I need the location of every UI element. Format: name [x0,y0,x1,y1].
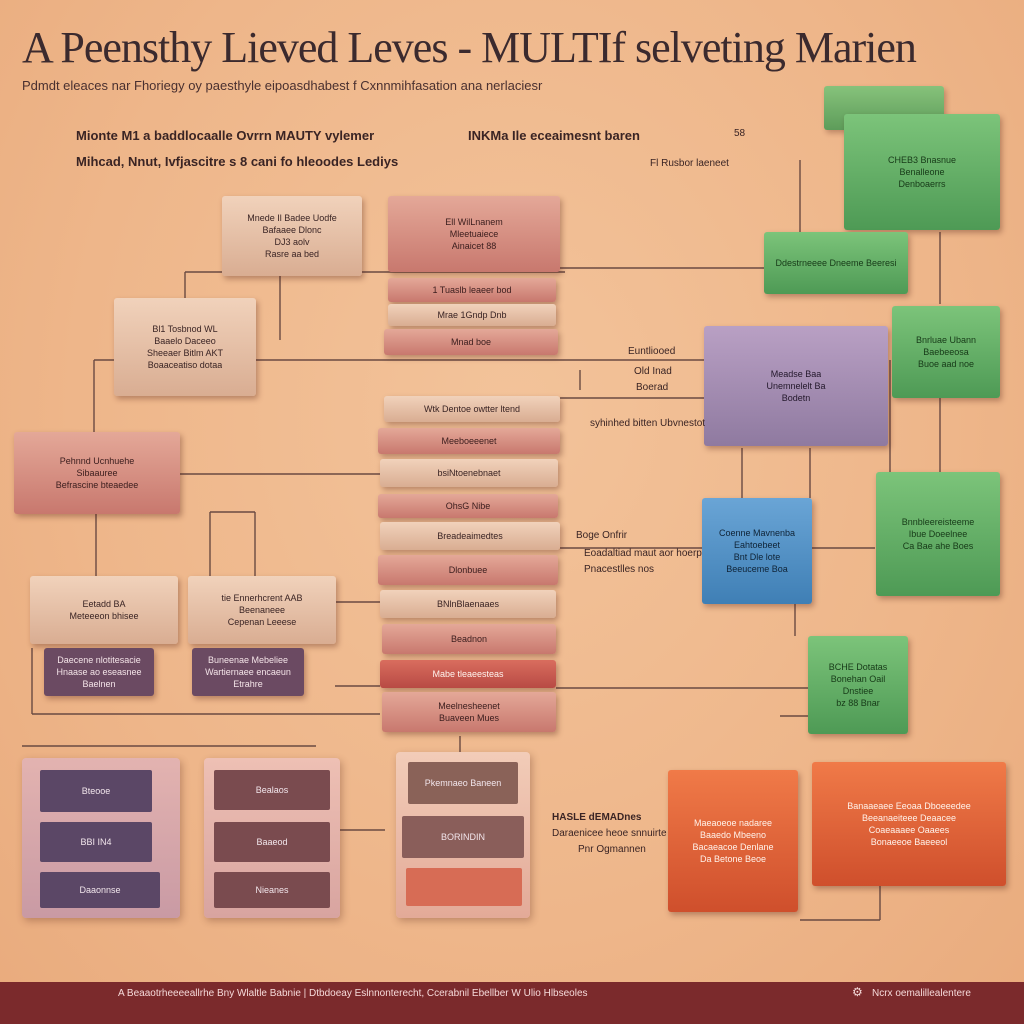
label-bottom-1: HASLE dEMADnes [552,812,642,823]
grid-group-c: Pkemnaeo Baneen BORINDIN [396,752,530,918]
grid-b-item-1: Bealaos [214,770,330,810]
middle-header: INKMa Ile eceaimesnt baren [468,128,640,143]
band-box-1: 1 Tuaslb leaeer bod [388,278,556,302]
grid-a-item-1: Bteooe [40,770,152,812]
label-mid-d: syhinhed bitten Ubvnestot [590,418,706,429]
footer-logo-icon: ⚙ [852,985,863,999]
stack-item-3: bsiNtoenebnaet [380,459,558,487]
grid-group-b: Bealaos Baaeod Nieanes [204,758,340,918]
grid-group-a: Bteooe BBI IN4 Daaonnse [22,758,180,918]
label-mid-g: Boge Onfrir [576,530,628,541]
stack-item-7: BNlnBlaenaaes [380,590,556,618]
page-title: A Peensthy Lieved Leves - MULTIf selveti… [22,23,917,72]
right-small-label: Fl Rusbor laeneet [650,158,729,169]
footer-bar [0,982,1024,1024]
stack-item-9: Mabe tleaeesteas [380,660,556,688]
stack-item-4: OhsG Nibe [378,494,558,518]
grid-c-item-3 [406,868,522,906]
right-number-label: 58 [734,128,746,139]
label-bottom-2: Daraenicee heoe snnuirte [552,828,667,839]
left-header-line-1: Mionte M1 a baddlocaalle Ovrrn MAUTY vyl… [76,128,375,143]
stack-item-5: Breadeaimedtes [380,522,560,550]
footer-text: A Beaaotrheeeeallrhe Bny Wlaltle Babnie … [118,988,588,999]
stack-item-1: Wtk Dentoe owtter ltend [384,396,560,422]
label-mid-a: Euntliooed [628,346,676,357]
label-mid-b: Old Inad [634,366,672,377]
label-mid-f: Pnacestlles nos [584,564,655,575]
label-bottom-3: Pnr Ogmannen [578,844,646,855]
left-header-line-2: Mihcad, Nnut, Ivfjascitre s 8 cani fo hl… [76,154,399,169]
grid-a-item-2: BBI IN4 [40,822,152,862]
grid-c-item-2: BORINDIN [402,816,524,858]
page-subtitle: Pdmdt eleaces nar Fhoriegy oy paesthyle … [22,78,543,93]
label-mid-e: Eoadaltiad maut aor hoerp [584,548,702,559]
stack-item-6: Dlonbuee [378,555,558,585]
grid-b-item-2: Baaeod [214,822,330,862]
label-mid-c: Boerad [636,382,669,393]
band-box-2: Mrae 1Gndp Dnb [388,304,556,326]
stack-item-8: Beadnon [382,624,556,654]
grid-c-item-1: Pkemnaeo Baneen [408,762,518,804]
stack-item-2: Meeboeeenet [378,428,560,454]
band-box-3: Mnad boe [384,329,558,355]
footer-right-text: Ncrx oemalillealentere [872,988,971,999]
green-bar-box: Ddestrneeee Dneeme Beeresi [764,232,908,294]
grid-b-item-3: Nieanes [214,872,330,908]
grid-a-item-3: Daaonnse [40,872,160,908]
